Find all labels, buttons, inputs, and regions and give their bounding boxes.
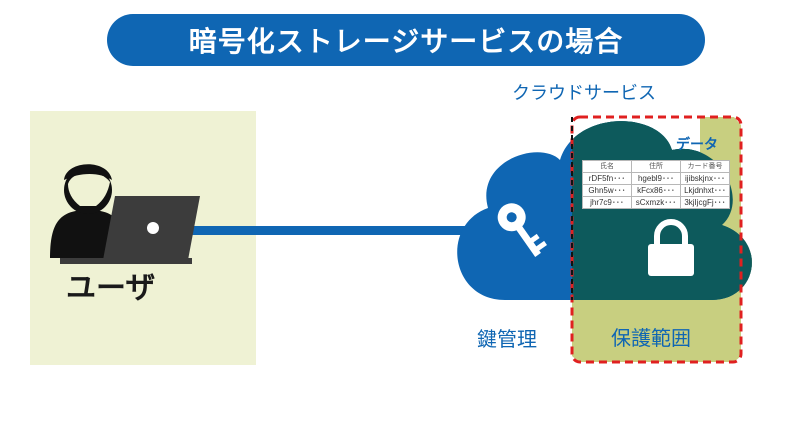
table-cell: sCxmzk･･･: [631, 196, 681, 209]
table-cell: rDF5fn･･･: [582, 172, 632, 185]
key-management-label: 鍵管理: [477, 327, 537, 351]
title-banner: 暗号化ストレージサービスの場合: [107, 14, 705, 66]
table-cell: kFcx86･･･: [631, 184, 681, 197]
cloud-service-label: クラウドサービス: [512, 83, 656, 104]
table-header-row: 氏名 住所 カード番号: [582, 160, 730, 173]
data-table: 氏名 住所 カード番号 rDF5fn･･･ hgebl9･･･ ijibskjn…: [582, 160, 730, 209]
table-row: jhr7c9･･･ sCxmzk･･･ 3kjIjcgFj･･･: [582, 196, 730, 209]
table-cell: Lkjdnhxt･･･: [680, 184, 730, 197]
table-cell: Ghn5w･･･: [582, 184, 632, 197]
table-header-name: 氏名: [582, 160, 632, 173]
title-text: 暗号化ストレージサービスの場合: [188, 25, 624, 58]
connection-line: [190, 226, 490, 235]
laptop-icon: [60, 196, 200, 264]
key-icon: [497, 203, 547, 257]
table-cell: jhr7c9･･･: [582, 196, 632, 209]
table-header-card: カード番号: [680, 160, 730, 173]
protection-scope-label: 保護範囲: [611, 326, 691, 350]
table-row: rDF5fn･･･ hgebl9･･･ ijibskjnx･･･: [582, 172, 730, 185]
table-cell: ijibskjnx･･･: [680, 172, 730, 185]
user-label: ユーザ: [66, 271, 156, 306]
table-cell: hgebl9･･･: [631, 172, 681, 185]
lock-icon: [648, 219, 694, 276]
table-header-address: 住所: [631, 160, 681, 173]
table-row: Ghn5w･･･ kFcx86･･･ Lkjdnhxt･･･: [582, 184, 730, 197]
table-cell: 3kjIjcgFj･･･: [680, 196, 730, 209]
data-label: データ: [676, 137, 718, 153]
